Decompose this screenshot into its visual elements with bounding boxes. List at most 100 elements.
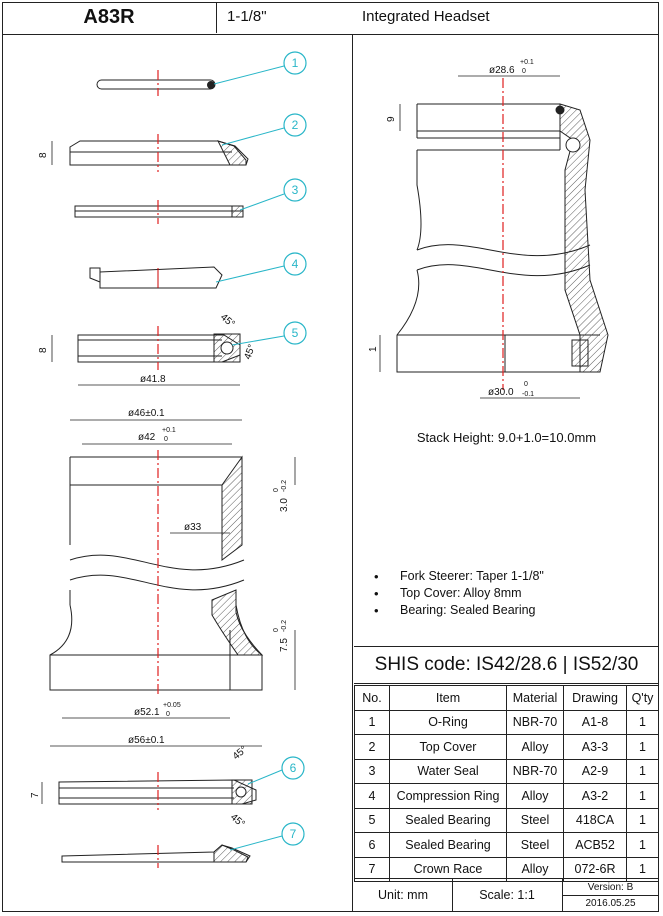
dim-7-5-tol-upper: 0 <box>273 628 280 632</box>
dim-28-6: ø28.6 <box>489 65 515 76</box>
part-3-water-seal <box>74 205 244 218</box>
scale-label: Scale: 1:1 <box>452 879 563 911</box>
dim-angle-45-a: 45° <box>218 312 237 330</box>
dim-30: ø30.0 <box>488 387 514 398</box>
part-6-sealed-bearing <box>58 779 257 805</box>
table-cell: 3 <box>354 758 390 784</box>
table-cell: 2 <box>354 734 390 760</box>
title-block: A83R 1-1/8" Integrated Headset <box>2 2 659 35</box>
dim-41-8: ø41.8 <box>140 374 166 385</box>
dim-52-1: ø52.1 <box>134 707 160 718</box>
table-cell: Sealed Bearing <box>389 807 507 833</box>
col-qty: Q'ty <box>626 685 659 711</box>
dim-28-6-tol-lower: 0 <box>522 68 526 75</box>
col-no: No. <box>354 685 390 711</box>
part-7-crown-race <box>61 844 251 863</box>
frame-head-tube <box>49 455 264 691</box>
table-cell: 418CA <box>563 807 627 833</box>
dim-angle-45-c: 45° <box>231 744 250 762</box>
table-cell: 7 <box>354 856 390 882</box>
dim-7-5-tol-lower: -0.2 <box>281 620 288 632</box>
dim-46: ø46±0.1 <box>128 408 165 419</box>
table-cell: NBR-70 <box>506 709 564 735</box>
balloon-7 <box>281 822 305 846</box>
col-item: Item <box>389 685 507 711</box>
table-cell: 1 <box>626 856 659 882</box>
dim-52-1-tol-lower: 0 <box>166 711 170 718</box>
table-cell: A3-2 <box>563 783 627 809</box>
dim-3-0-tol-lower: -0.2 <box>281 480 288 492</box>
part-5-sealed-bearing <box>77 333 241 363</box>
table-cell: 1 <box>626 734 659 760</box>
steerer-size: 1-1/8" <box>227 8 267 25</box>
table-cell: 5 <box>354 807 390 833</box>
part-balloons <box>281 51 307 846</box>
dim-3-0: 3.0 <box>279 498 290 512</box>
dim-8-top-cover: 8 <box>38 152 49 158</box>
dim-42-tol-lower: 0 <box>164 436 168 443</box>
dim-30-tol-upper: 0 <box>524 381 528 388</box>
table-cell: 4 <box>354 783 390 809</box>
table-cell: 1 <box>626 832 659 858</box>
balloon-1-label: 1 <box>292 56 299 70</box>
feature-item: Top Cover: Alloy 8mm <box>372 585 544 602</box>
balloon-3 <box>283 178 307 202</box>
dim-3-0-tol-upper: 0 <box>273 488 280 492</box>
date-label: 2016.05.25 <box>585 897 636 909</box>
balloon-6-label: 6 <box>290 761 297 775</box>
table-cell: NBR-70 <box>506 758 564 784</box>
dim-52-1-tol-upper: +0.05 <box>163 702 181 709</box>
feature-item: Bearing: Sealed Bearing <box>372 602 544 619</box>
feature-list: Fork Steerer: Taper 1-1/8" Top Cover: Al… <box>372 568 544 619</box>
table-cell: Sealed Bearing <box>389 832 507 858</box>
table-cell: Steel <box>506 807 564 833</box>
model-number: A83R <box>2 2 217 33</box>
table-cell: Crown Race <box>389 856 507 882</box>
dim-8-bearing: 8 <box>38 347 49 353</box>
table-cell: 1 <box>626 807 659 833</box>
table-cell: 072-6R <box>563 856 627 882</box>
product-name: Integrated Headset <box>362 8 490 25</box>
balloon-5-label: 5 <box>292 326 299 340</box>
table-cell: ACB52 <box>563 832 627 858</box>
column-divider <box>352 35 353 912</box>
table-cell: O-Ring <box>389 709 507 735</box>
leader-lines <box>213 65 285 851</box>
table-cell: A1-8 <box>563 709 627 735</box>
table-cell: 1 <box>626 783 659 809</box>
table-cell: 6 <box>354 832 390 858</box>
dim-30-tol-lower: -0.1 <box>522 391 534 398</box>
balloon-6 <box>281 756 305 780</box>
col-material: Material <box>506 685 564 711</box>
table-cell: A3-3 <box>563 734 627 760</box>
dim-42: ø42 <box>138 432 156 443</box>
table-cell: Water Seal <box>389 758 507 784</box>
balloon-4 <box>283 252 307 276</box>
balloon-2-label: 2 <box>292 118 299 132</box>
table-cell: A2-9 <box>563 758 627 784</box>
table-cell: Alloy <box>506 734 564 760</box>
table-cell: 1 <box>626 709 659 735</box>
balloon-7-label: 7 <box>290 827 297 841</box>
centerlines <box>157 70 504 868</box>
dim-1: 1 <box>368 346 379 352</box>
table-cell: Steel <box>506 832 564 858</box>
col-drawing: Drawing <box>563 685 627 711</box>
dim-angle-45-d: 45° <box>228 812 247 830</box>
part-4-compression-ring <box>89 266 223 289</box>
table-cell: Top Cover <box>389 734 507 760</box>
dim-angle-45-b: 45° <box>242 343 258 361</box>
balloon-2 <box>283 113 307 137</box>
feature-item: Fork Steerer: Taper 1-1/8" <box>372 568 544 585</box>
balloon-3-label: 3 <box>292 183 299 197</box>
dim-42-tol-upper: +0.1 <box>162 427 176 434</box>
assembly-section <box>396 103 609 373</box>
